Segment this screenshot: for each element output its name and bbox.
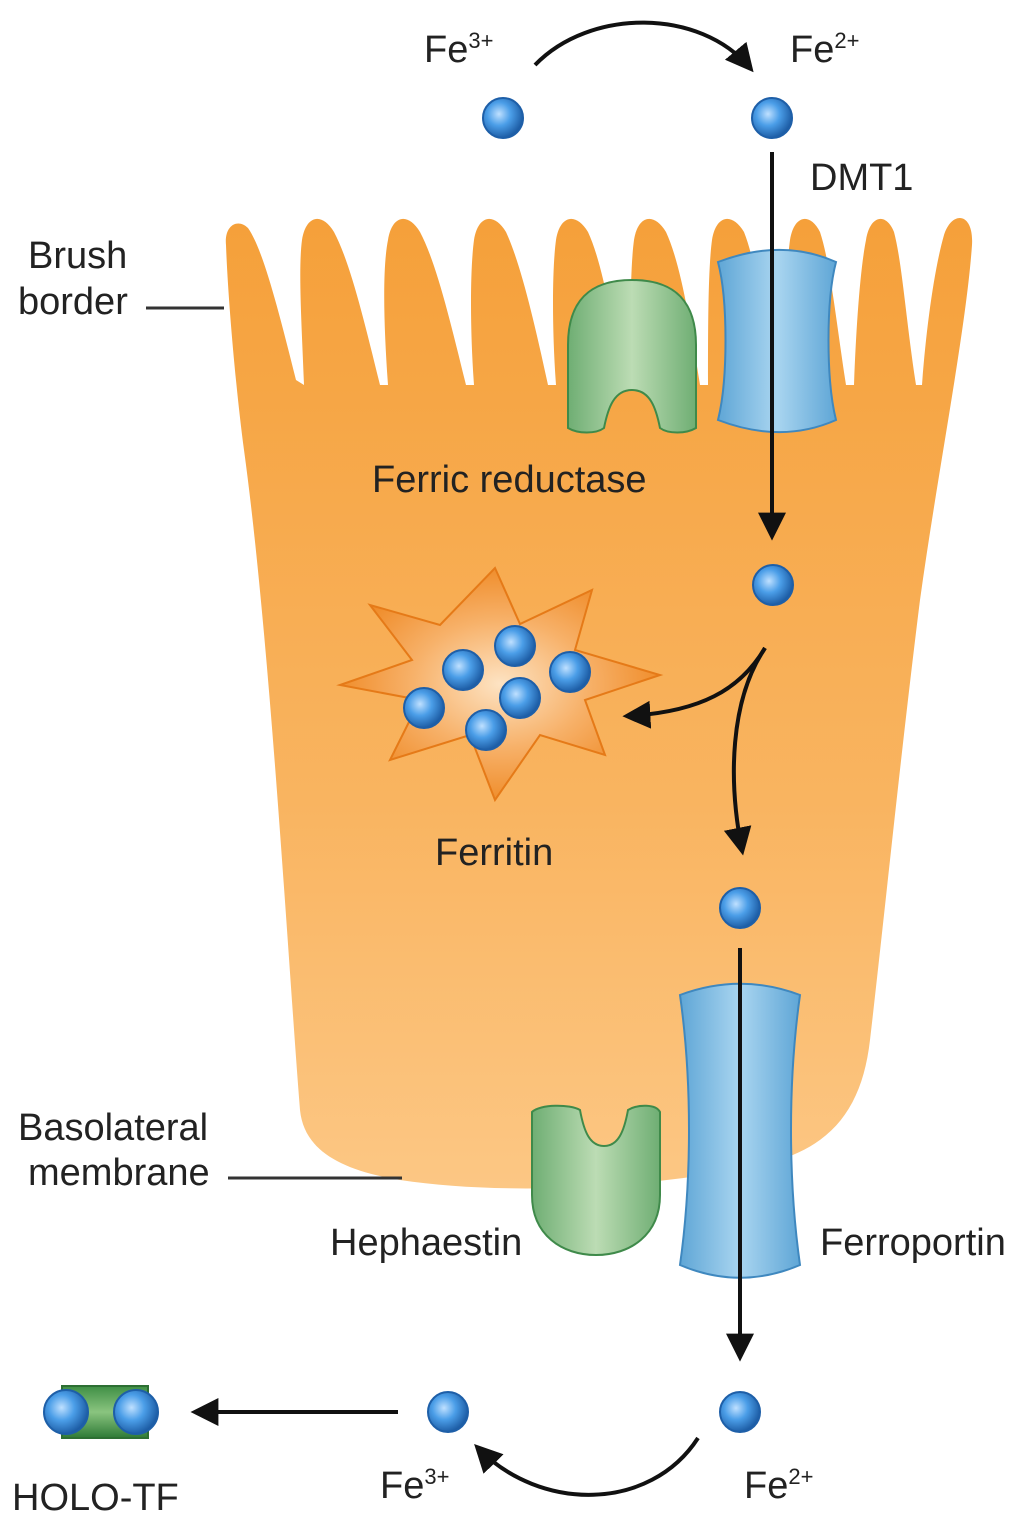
basolateral-label-line1: Basolateral [18, 1107, 208, 1149]
fe3-bottom-label: Fe3+ [380, 1464, 449, 1507]
ferritin-label: Ferritin [435, 832, 553, 874]
ion-ferritin-1 [495, 626, 535, 666]
holo-transferrin [44, 1386, 158, 1438]
fe2-bottom-label: Fe2+ [744, 1464, 813, 1507]
dmt1-label: DMT1 [810, 157, 913, 199]
ion-fe2-top [752, 98, 792, 138]
ion-ferritin-2 [443, 650, 483, 690]
holo-tf-label: HOLO-TF [12, 1477, 179, 1519]
fe2-top-label: Fe2+ [790, 28, 859, 71]
transferrin-ion-right [114, 1390, 158, 1434]
ion-fe2-bottom [720, 1392, 760, 1432]
basolateral-label-line2: membrane [28, 1152, 210, 1194]
fe3-top-label: Fe3+ [424, 28, 493, 71]
ion-cytosol-2 [720, 888, 760, 928]
ion-ferritin-6 [466, 710, 506, 750]
hephaestin-label: Hephaestin [330, 1222, 522, 1264]
transferrin-ion-left [44, 1390, 88, 1434]
ferroportin-label: Ferroportin [820, 1222, 1006, 1264]
oxidation-arrow-bottom [478, 1438, 698, 1495]
brush-border-label-line2: border [18, 281, 128, 323]
ion-fe3-top [483, 98, 523, 138]
reduction-arrow-top [535, 23, 750, 68]
ferric-reductase-label: Ferric reductase [372, 459, 647, 501]
brush-border-label-line1: Brush [28, 235, 127, 277]
dmt1-transporter [718, 250, 836, 432]
ion-fe3-bottom [428, 1392, 468, 1432]
ion-ferritin-3 [550, 652, 590, 692]
ion-ferritin-4 [500, 678, 540, 718]
ion-cytosol-1 [753, 565, 793, 605]
ion-ferritin-5 [404, 688, 444, 728]
